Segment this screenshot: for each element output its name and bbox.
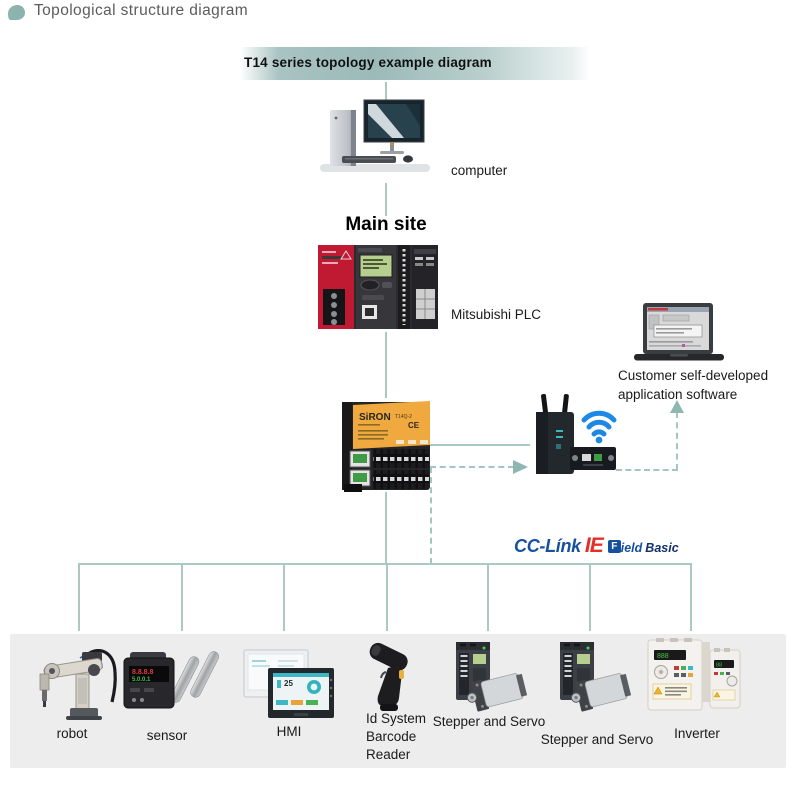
hmi-graphic: 25: [243, 649, 334, 718]
dashed-line-to-router: [430, 466, 514, 468]
inverter-label: Inverter: [674, 726, 720, 741]
svg-text:5.0.0.1: 5.0.0.1: [132, 677, 151, 683]
arrowhead-to-router: [513, 460, 528, 474]
line-computer-to-mainsite: [385, 183, 387, 216]
siron-model-text: T14Q-2: [395, 414, 412, 420]
drop-line-robot: [78, 563, 80, 631]
drop-line-hmi: [283, 563, 285, 631]
laptop-label: Customer self-developed application soft…: [618, 366, 790, 404]
drop-line-stepper1: [487, 563, 489, 631]
cclink-ie-text: IE: [584, 534, 604, 557]
dashed-line-bus-up: [430, 467, 432, 564]
siron-io-graphic: SiRON T14Q-2 CE: [342, 401, 430, 492]
stepper-servo-graphic-2: [560, 642, 632, 712]
laptop-graphic: [634, 303, 724, 361]
sensor-graphic: 8.8.8.8 5.0.0.1: [123, 651, 220, 709]
wireless-router-graphic: [536, 393, 617, 474]
robot-graphic: [39, 649, 117, 720]
inverter-graphic: 888 88: [647, 638, 741, 711]
laptop-label-line2: application software: [618, 387, 738, 402]
barcode-reader-label: Id System Barcode Reader: [366, 711, 427, 762]
stepper-servo-label-2: Stepper and Servo: [540, 732, 654, 747]
cclink-ie-field-basic-logo: CC-Línk IE F ield Basic: [514, 534, 679, 558]
fieldbus-horizontal-line: [78, 563, 692, 565]
sensor-label: sensor: [146, 728, 188, 743]
dashed-line-router-right: [616, 469, 678, 471]
plc-label: Mitsubishi PLC: [451, 307, 542, 322]
cclink-cc-text: CC-Línk: [514, 536, 581, 556]
robot-label: robot: [56, 726, 88, 741]
drop-line-stepper2: [589, 563, 591, 631]
computer-label: computer: [451, 163, 508, 178]
section-title: Topological structure diagram: [34, 2, 249, 19]
main-site-label: Main site: [345, 214, 427, 235]
svg-text:8.8.8.8: 8.8.8.8: [132, 669, 154, 676]
line-siron-to-router: [428, 444, 530, 446]
line-plc-to-siron: [385, 332, 387, 398]
barcode-reader-graphic: [369, 642, 408, 711]
siron-brand-text: SiRON: [359, 412, 391, 423]
cclink-f-badge: F: [607, 539, 621, 553]
arrowhead-to-laptop: [670, 400, 684, 413]
diagram-title: T14 series topology example diagram: [244, 55, 492, 70]
dashed-line-to-laptop: [676, 412, 678, 470]
drop-line-inverter: [690, 563, 692, 631]
svg-text:25: 25: [284, 679, 293, 688]
svg-text:88: 88: [716, 663, 722, 669]
siron-ce-mark: CE: [408, 421, 420, 430]
hmi-label: HMI: [276, 724, 302, 739]
wifi-icon: [581, 410, 617, 444]
svg-text:888: 888: [657, 653, 669, 660]
plc-graphic: [318, 245, 438, 329]
drop-line-sensor: [181, 563, 183, 631]
cclink-basic-text: Basic: [645, 541, 679, 555]
drop-line-barcode: [386, 563, 388, 631]
stepper-servo-graphic-1: [456, 642, 528, 712]
computer-graphic: [320, 99, 430, 172]
section-bullet-icon: [8, 5, 25, 20]
stepper-servo-label-1: Stepper and Servo: [432, 714, 546, 729]
diagram-title-band: [240, 47, 590, 80]
line-siron-to-bus: [385, 492, 387, 564]
cclink-ield-text: ield: [620, 541, 643, 555]
line-band-to-computer: [385, 82, 387, 104]
laptop-label-line1: Customer self-developed: [618, 368, 769, 383]
